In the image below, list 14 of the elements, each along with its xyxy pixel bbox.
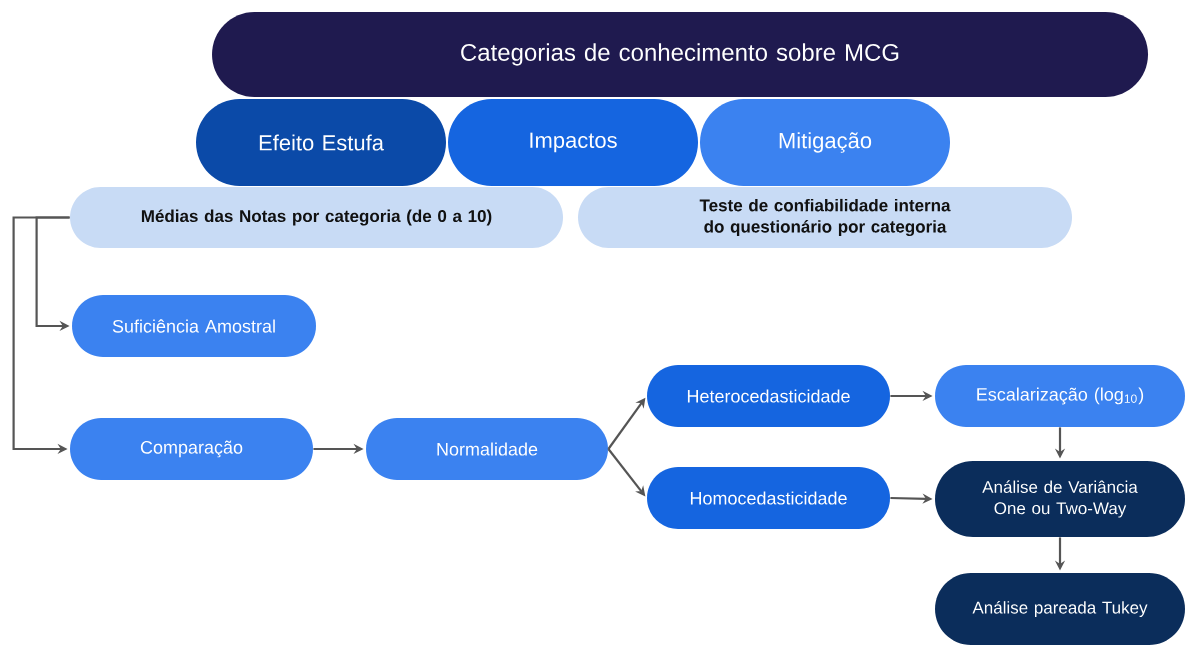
title-banner: Categorias de conhecimento sobre MCG [212, 12, 1148, 97]
category-pill: Efeito Estufa [196, 99, 446, 186]
process-pill: Heterocedasticidade [647, 365, 890, 427]
process-pill: Escalarização (log$_{10}$) [935, 365, 1185, 427]
process-pill: Análise pareada Tukey [935, 573, 1185, 645]
info-pill: Médias das Notas por categoria (de 0 a 10) [70, 187, 563, 248]
process-pill: Suficiência Amostral [72, 295, 316, 357]
process-pill: Comparação [70, 418, 313, 480]
process-pill: Homocedasticidade [647, 467, 890, 529]
category-pill: Mitigação [700, 99, 950, 186]
process-pill: Normalidade [366, 418, 608, 480]
info-pill: Teste de confiabilidade interna do questionário por categoria [578, 187, 1072, 248]
category-pill: Impactos [448, 99, 698, 186]
process-pill: Análise de Variância One ou Two-Way [935, 461, 1185, 537]
